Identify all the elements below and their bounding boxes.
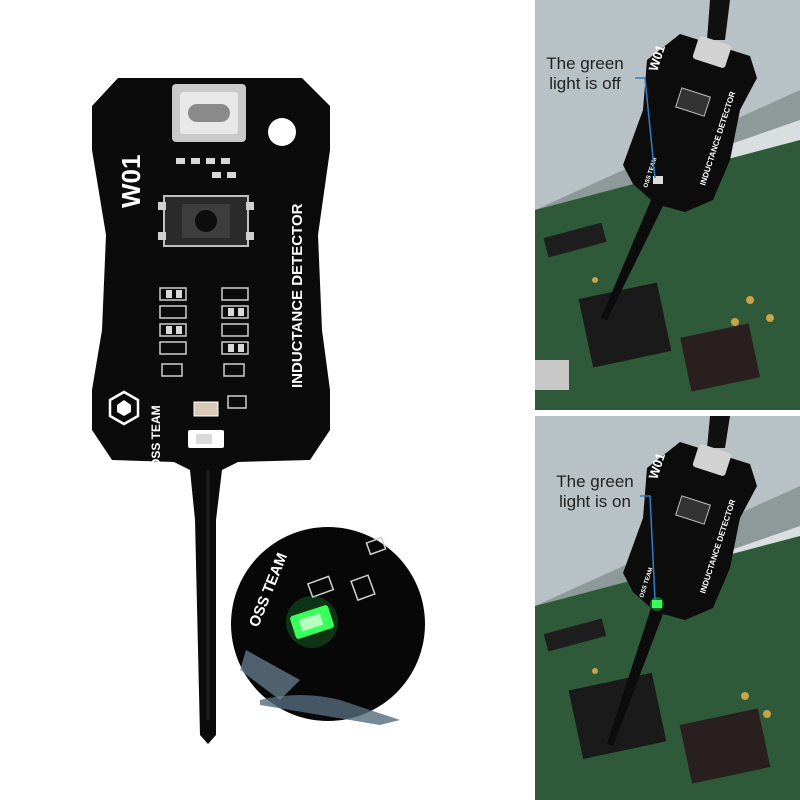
- push-button: [158, 195, 254, 247]
- panel-light-off: W01 INDUCTANCE DETECTOR OSS TEAM The gre…: [535, 0, 800, 410]
- led-component: [193, 401, 219, 417]
- main-product-photo: W01 INDUCTANCE DETECTOR OSS TEAM: [92, 78, 425, 744]
- mounting-hole: [268, 118, 296, 146]
- team-label: OSS TEAM: [149, 405, 163, 468]
- callout-on: The green light is on: [545, 472, 645, 512]
- panel-off-led: [653, 176, 663, 184]
- smd-components: [159, 287, 249, 409]
- callout-on-leader: [640, 495, 656, 601]
- zoom-inset: OSS TEAM: [231, 527, 425, 725]
- panel-off-photo: W01 INDUCTANCE DETECTOR OSS TEAM: [535, 0, 800, 410]
- oss-team-logo: [108, 390, 140, 426]
- panel-on-led: [652, 600, 662, 608]
- callout-off-leader: [635, 77, 656, 179]
- callout-on-line1: The green: [556, 472, 634, 491]
- smd-pads-top: [176, 158, 236, 178]
- panel-off-board: [601, 34, 757, 320]
- model-label: W01: [116, 155, 146, 208]
- function-label: INDUCTANCE DETECTOR: [289, 203, 306, 388]
- callout-off-line1: The green: [546, 54, 624, 73]
- panel-on-photo: W01 INDUCTANCE DETECTOR OSS TEAM: [535, 416, 800, 800]
- panel-on-board: [607, 442, 757, 746]
- panel-light-on: W01 INDUCTANCE DETECTOR OSS TEAM The gre…: [535, 416, 800, 800]
- callout-off-line2: light is off: [549, 74, 621, 93]
- callout-off: The green light is off: [535, 54, 635, 94]
- callout-on-line2: light is on: [559, 492, 631, 511]
